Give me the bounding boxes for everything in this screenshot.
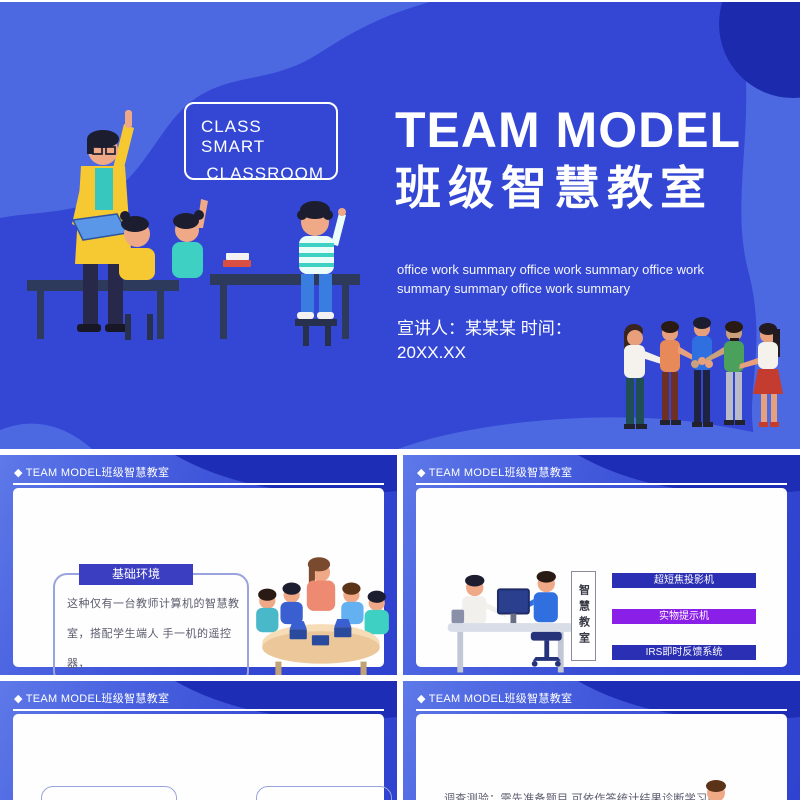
cover-presenter: 宣讲人：某某某 时间： 20XX.XX	[397, 317, 572, 365]
feedback-right-box: 数据立即统计反馈结果查看学 生作查阅统计报表	[256, 786, 392, 800]
basic-env-text: 这种仅有一台教师计算机的智慧教 室，搭配学生端人 手一机的遥控器， 建立了一对一…	[67, 589, 245, 675]
badge-line1: CLASS SMART	[201, 117, 266, 156]
cover-title-block: TEAM MODEL 班级智慧教室	[395, 102, 741, 216]
slide-card: 调查测验：需先准备题目,可依作答统计结果诊断学习成 效, 应用在课程中的前测或后…	[416, 714, 787, 800]
slide-header: ◆ TEAM MODEL班级智慧教室	[14, 464, 169, 480]
smart-classroom-vertical-label: 智慧教室	[577, 584, 590, 648]
slide-header: ◆ TEAM MODEL班级智慧教室	[14, 690, 169, 706]
diamond-icon: ◆	[14, 692, 23, 705]
slide-smart-classroom-devices[interactable]: ◆ TEAM MODEL班级智慧教室	[403, 455, 800, 675]
cover-slide[interactable]: CLASS SMART CLASSROOM TEAM MODEL 班级智慧教室 …	[0, 2, 800, 449]
env-line1: 这种仅有一台教师计算机的智慧教	[67, 598, 240, 610]
diamond-icon: ◆	[417, 692, 426, 705]
group-table-illustration	[179, 788, 255, 800]
slide-whiteboard-feedback[interactable]: ◆ TEAM MODEL班级智慧教室 教师利用电子白板讲解课程 内容利用IRS请…	[0, 681, 397, 800]
team-huddle-illustration	[624, 317, 783, 429]
survey-description: 调查测验：需先准备题目,可依作答统计结果诊断学习成 效, 应用在课程中的前测或后…	[444, 789, 744, 800]
presenter-line2: 20XX.XX	[397, 343, 466, 362]
slide-basic-environment[interactable]: ◆ TEAM MODEL班级智慧教室 基础环境 这种仅有一台教师计算机的智慧教 …	[0, 455, 397, 675]
basic-env-box: 基础环境 这种仅有一台教师计算机的智慧教 室，搭配学生端人 手一机的遥控器， 建…	[53, 564, 249, 675]
students-group-illustration	[706, 780, 726, 800]
cover-title-en: TEAM MODEL	[395, 102, 742, 158]
smart-classroom-vertical-label-box: 智慧教室	[571, 571, 596, 661]
classroom-illustration	[27, 110, 360, 346]
device-bar-irs: IRS即时反馈系统	[612, 645, 756, 660]
survey-line1: 调查测验：需先准备题目,可依作答统计结果诊断学习成	[444, 793, 719, 800]
diamond-icon: ◆	[14, 466, 23, 479]
slide-header-label: TEAM MODEL班级智慧教室	[428, 693, 573, 705]
slide-card: 智慧教室 超短焦投影机 实物提示机 IRS即时反馈系统	[416, 488, 787, 673]
slide-header-label: TEAM MODEL班级智慧教室	[25, 467, 170, 479]
slide-card: 基础环境 这种仅有一台教师计算机的智慧教 室，搭配学生端人 手一机的遥控器， 建…	[13, 488, 389, 675]
presenter-line1: 宣讲人：某某某 时间：	[397, 319, 572, 338]
device-bar-visualizer: 实物提示机	[612, 609, 756, 624]
cover-title-zh: 班级智慧教室	[395, 162, 713, 214]
header-divider	[416, 709, 787, 711]
slide-survey-quiz[interactable]: ◆ TEAM MODEL班级智慧教室 调查测验：需先准备题目,可依作答统计结果诊…	[403, 681, 800, 800]
badge-line2: CLASSROOM	[206, 164, 324, 183]
header-divider	[13, 483, 384, 485]
slide-header-label: TEAM MODEL班级智慧教室	[25, 693, 170, 705]
diamond-icon: ◆	[417, 466, 426, 479]
cover-subtitle-line2: summary summary office work summary	[397, 281, 631, 296]
slide-header: ◆ TEAM MODEL班级智慧教室	[417, 690, 572, 706]
class-smart-classroom-badge: CLASS SMART CLASSROOM	[184, 102, 338, 183]
feedback-left-box: 教师利用电子白板讲解课程 内容利用IRS请学生进行反馈	[41, 786, 177, 800]
env-line2: 室，搭配学生端人 手一机的遥控器，	[67, 628, 232, 670]
device-bar-projector: 超短焦投影机	[612, 573, 756, 588]
basic-env-chip: 基础环境	[79, 564, 193, 585]
header-divider	[13, 709, 384, 711]
cover-subtitle: office work summary office work summary …	[397, 260, 704, 298]
computer-desk-illustration	[447, 570, 574, 673]
slide-header: ◆ TEAM MODEL班级智慧教室	[417, 464, 572, 480]
header-divider	[416, 483, 787, 485]
slide-header-label: TEAM MODEL班级智慧教室	[428, 467, 573, 479]
cover-subtitle-line1: office work summary office work summary …	[397, 262, 705, 277]
students-table-illustration	[256, 557, 389, 675]
slide-card: 教师利用电子白板讲解课程 内容利用IRS请学生进行反馈 数据立即统计反馈结果查看…	[13, 714, 392, 800]
